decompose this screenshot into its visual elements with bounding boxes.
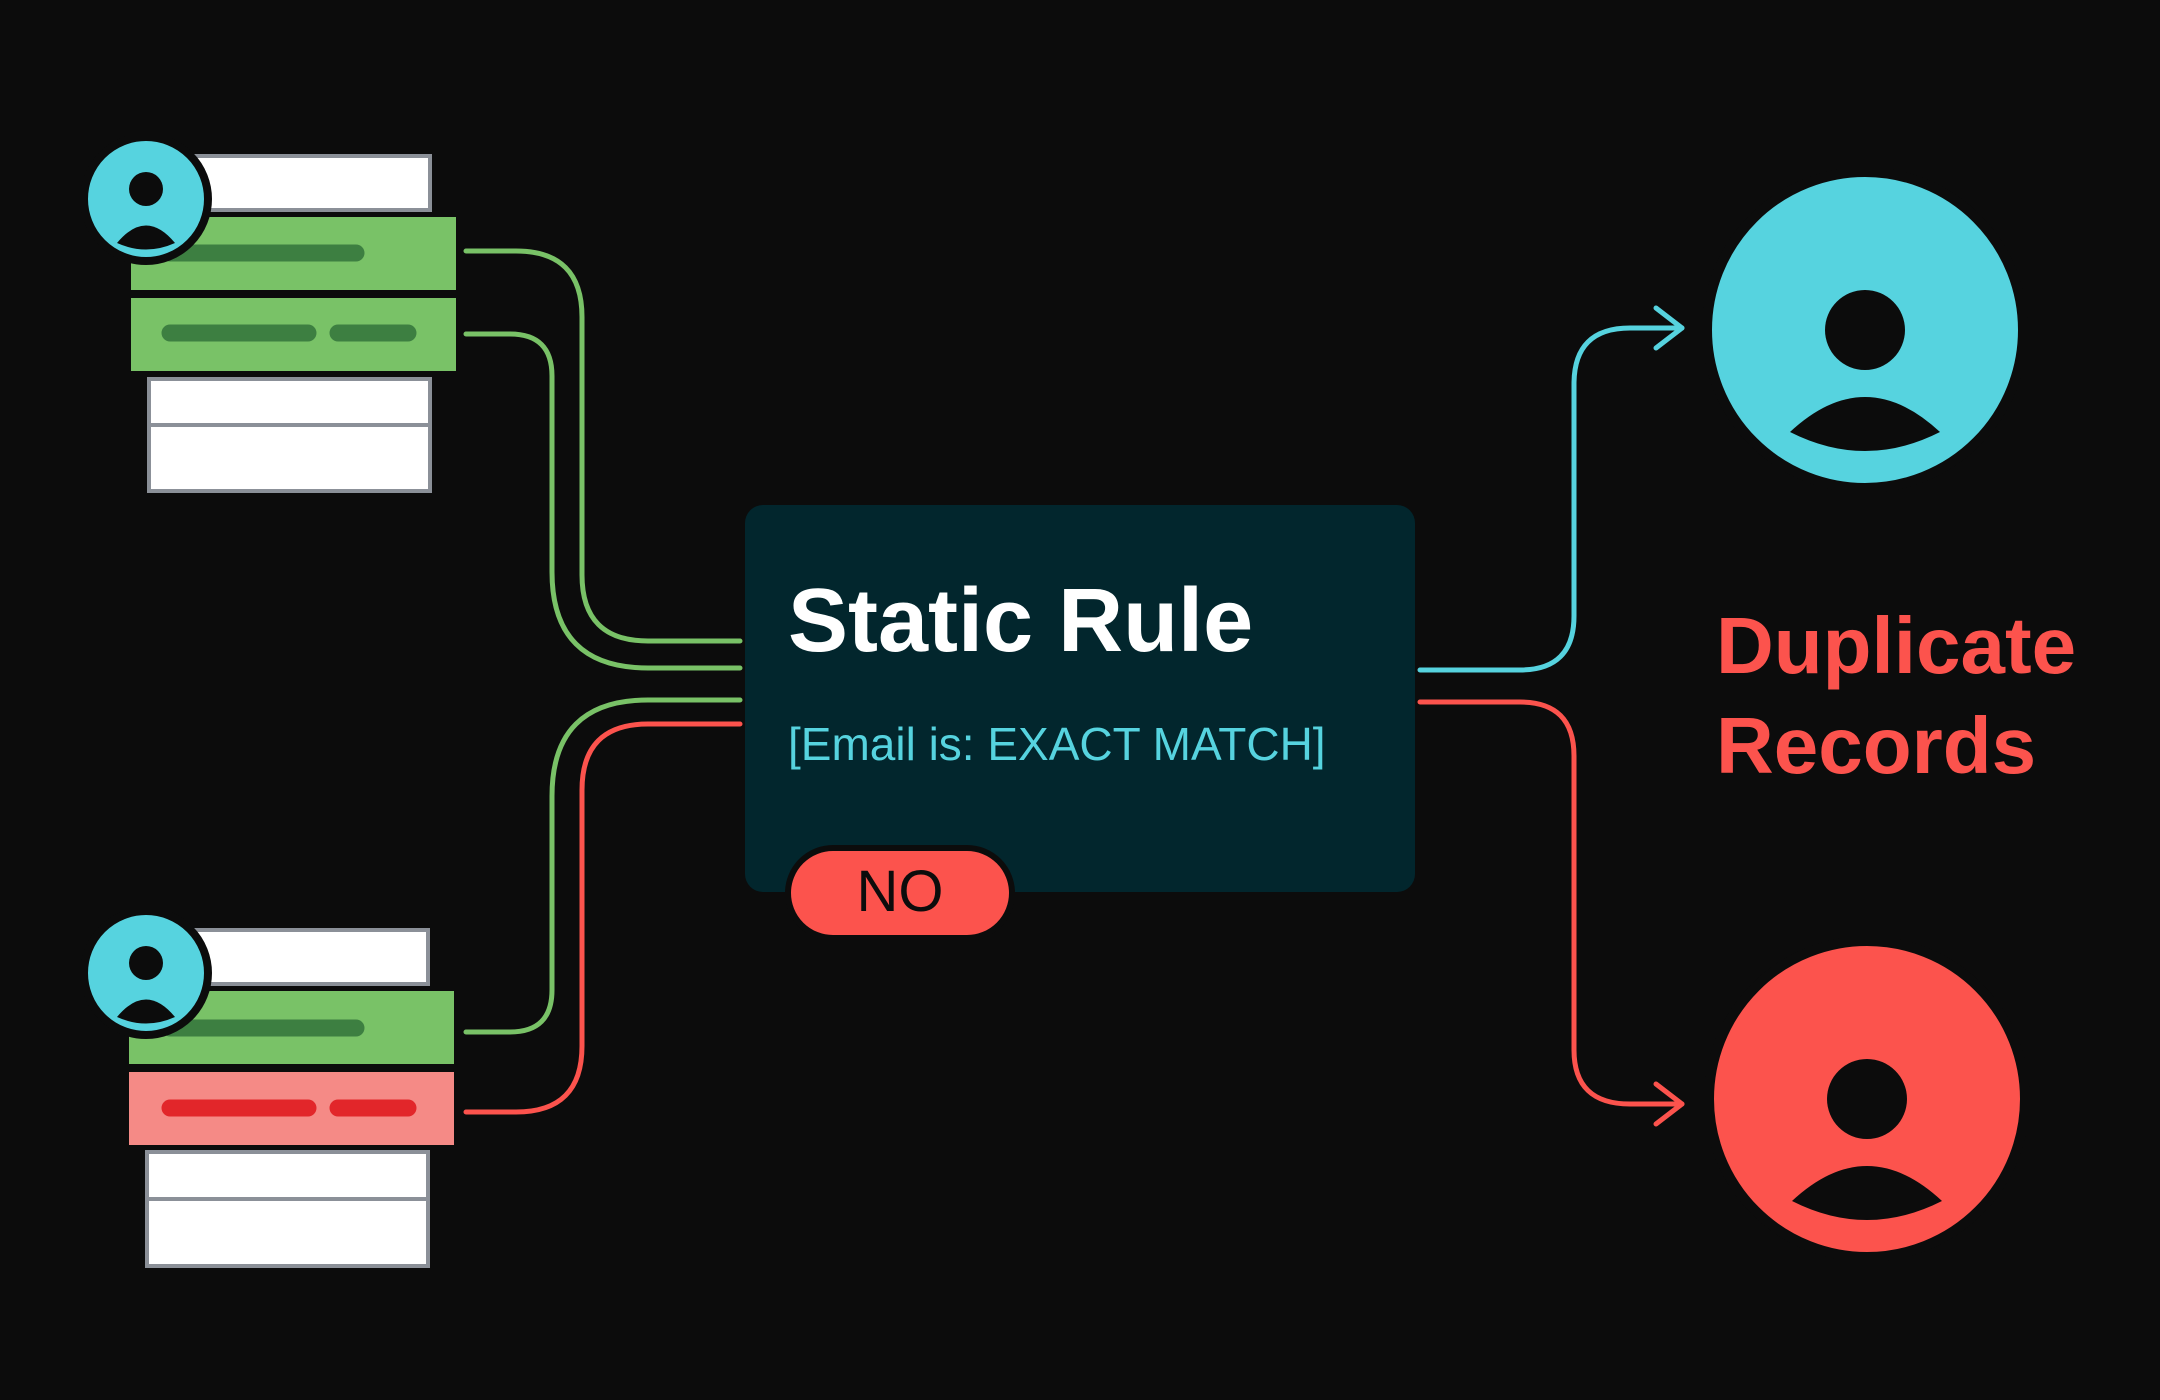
- connector-top-row1: [463, 248, 743, 644]
- output-connectors: [1417, 305, 1685, 1127]
- output-label-line2: Records: [1716, 701, 2036, 790]
- connector-to-cyan-record: [1417, 325, 1685, 673]
- input-connectors: [463, 248, 743, 1115]
- connector-to-red-record: [1417, 699, 1685, 1107]
- connector-top-row2: [463, 331, 743, 671]
- arrow-right-icon: [1653, 1081, 1685, 1127]
- user-avatar-icon: [80, 907, 212, 1039]
- result-badge-pill: [785, 845, 1015, 941]
- rule-box: Static Rule [Email is: EXACT MATCH] NO: [745, 505, 1415, 941]
- record-bottom: [80, 907, 454, 1268]
- output-label-line1: Duplicate: [1716, 601, 2076, 690]
- result-badge: NO: [785, 845, 1015, 941]
- avatar-head: [1825, 290, 1905, 370]
- avatar-head: [1827, 1059, 1907, 1139]
- record-header-row: [190, 928, 430, 986]
- record-empty-rows: [147, 377, 432, 493]
- avatar-shoulders: [1792, 1166, 1942, 1220]
- rule-condition: [Email is: EXACT MATCH]: [788, 718, 1326, 770]
- result-badge-label: NO: [857, 859, 944, 924]
- arrow-right-icon: [1653, 305, 1685, 351]
- record-header-row: [190, 154, 432, 212]
- connector-bottom-row2: [463, 721, 743, 1115]
- rule-title: Static Rule: [788, 571, 1253, 671]
- avatar-shoulders: [1790, 397, 1940, 451]
- output-record-cyan: [1702, 167, 2028, 493]
- record-empty-rows: [145, 1150, 430, 1268]
- rule-box-panel: [745, 505, 1415, 892]
- output-record-red: [1704, 936, 2030, 1262]
- record-top: [80, 133, 456, 493]
- user-avatar-icon: [80, 133, 212, 265]
- connector-bottom-row1: [463, 697, 743, 1035]
